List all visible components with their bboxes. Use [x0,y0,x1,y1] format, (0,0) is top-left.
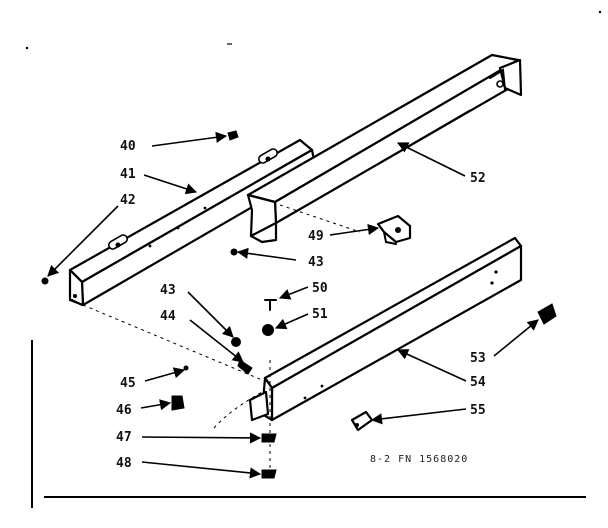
leader-50 [278,286,309,300]
callout-54: 54 [470,375,486,390]
nut-part-51 [262,324,274,336]
callout-50: 50 [312,281,328,296]
clip-part-49 [376,214,412,245]
pin-part-45 [183,365,189,371]
speck [598,10,602,14]
callout-49: 49 [308,229,324,244]
knob-part-46 [171,395,185,411]
callout-41: 41 [120,167,136,182]
clip-part-47 [261,433,277,443]
leader-48 [141,461,262,479]
callout-40: 40 [120,139,136,154]
foot-part-48 [261,469,277,479]
leader-52 [396,142,466,177]
left-rail-part-41 [68,138,318,307]
figure-reference: 8-2 FN 1568020 [370,454,468,465]
leader-43b [187,291,234,338]
callout-46: 46 [116,403,132,418]
rivet-part-43 [230,248,238,256]
hidden-line [213,391,263,429]
callout-47: 47 [116,430,132,445]
leader-43a [236,247,297,261]
leader-41 [143,174,198,195]
callout-52: 52 [470,171,486,186]
leader-45 [144,367,186,382]
leader-47 [141,432,262,444]
leader-44 [189,319,244,363]
leader-51 [274,313,309,330]
bolt-part-50 [264,299,277,311]
corner-bracket [248,390,270,422]
callout-43b: 43 [160,283,176,298]
speck [25,46,29,50]
leader-53 [493,319,539,357]
screw-part-44 [237,359,253,375]
callout-55: 55 [470,403,486,418]
fastener-part-55 [350,410,374,432]
leader-46 [140,399,172,411]
callout-51: 51 [312,307,328,322]
callout-45: 45 [120,376,136,391]
leader-42 [47,205,119,277]
callout-44: 44 [160,309,176,324]
screw-part-53 [537,303,557,325]
rivet-part-42 [41,277,49,285]
hidden-line [82,304,263,381]
front-rail-part-54 [260,236,523,422]
washer-part-43 [231,337,241,347]
leader-54 [396,349,467,382]
back-rail-part-52 [246,53,523,244]
leader-55 [370,408,467,425]
rivet-part-40 [227,130,239,141]
leader-49 [329,223,380,236]
callout-53: 53 [470,351,486,366]
callout-43a: 43 [308,255,324,270]
hidden-line [279,204,361,233]
leader-40 [151,131,228,147]
callout-42: 42 [120,193,136,208]
callout-48: 48 [116,456,132,471]
